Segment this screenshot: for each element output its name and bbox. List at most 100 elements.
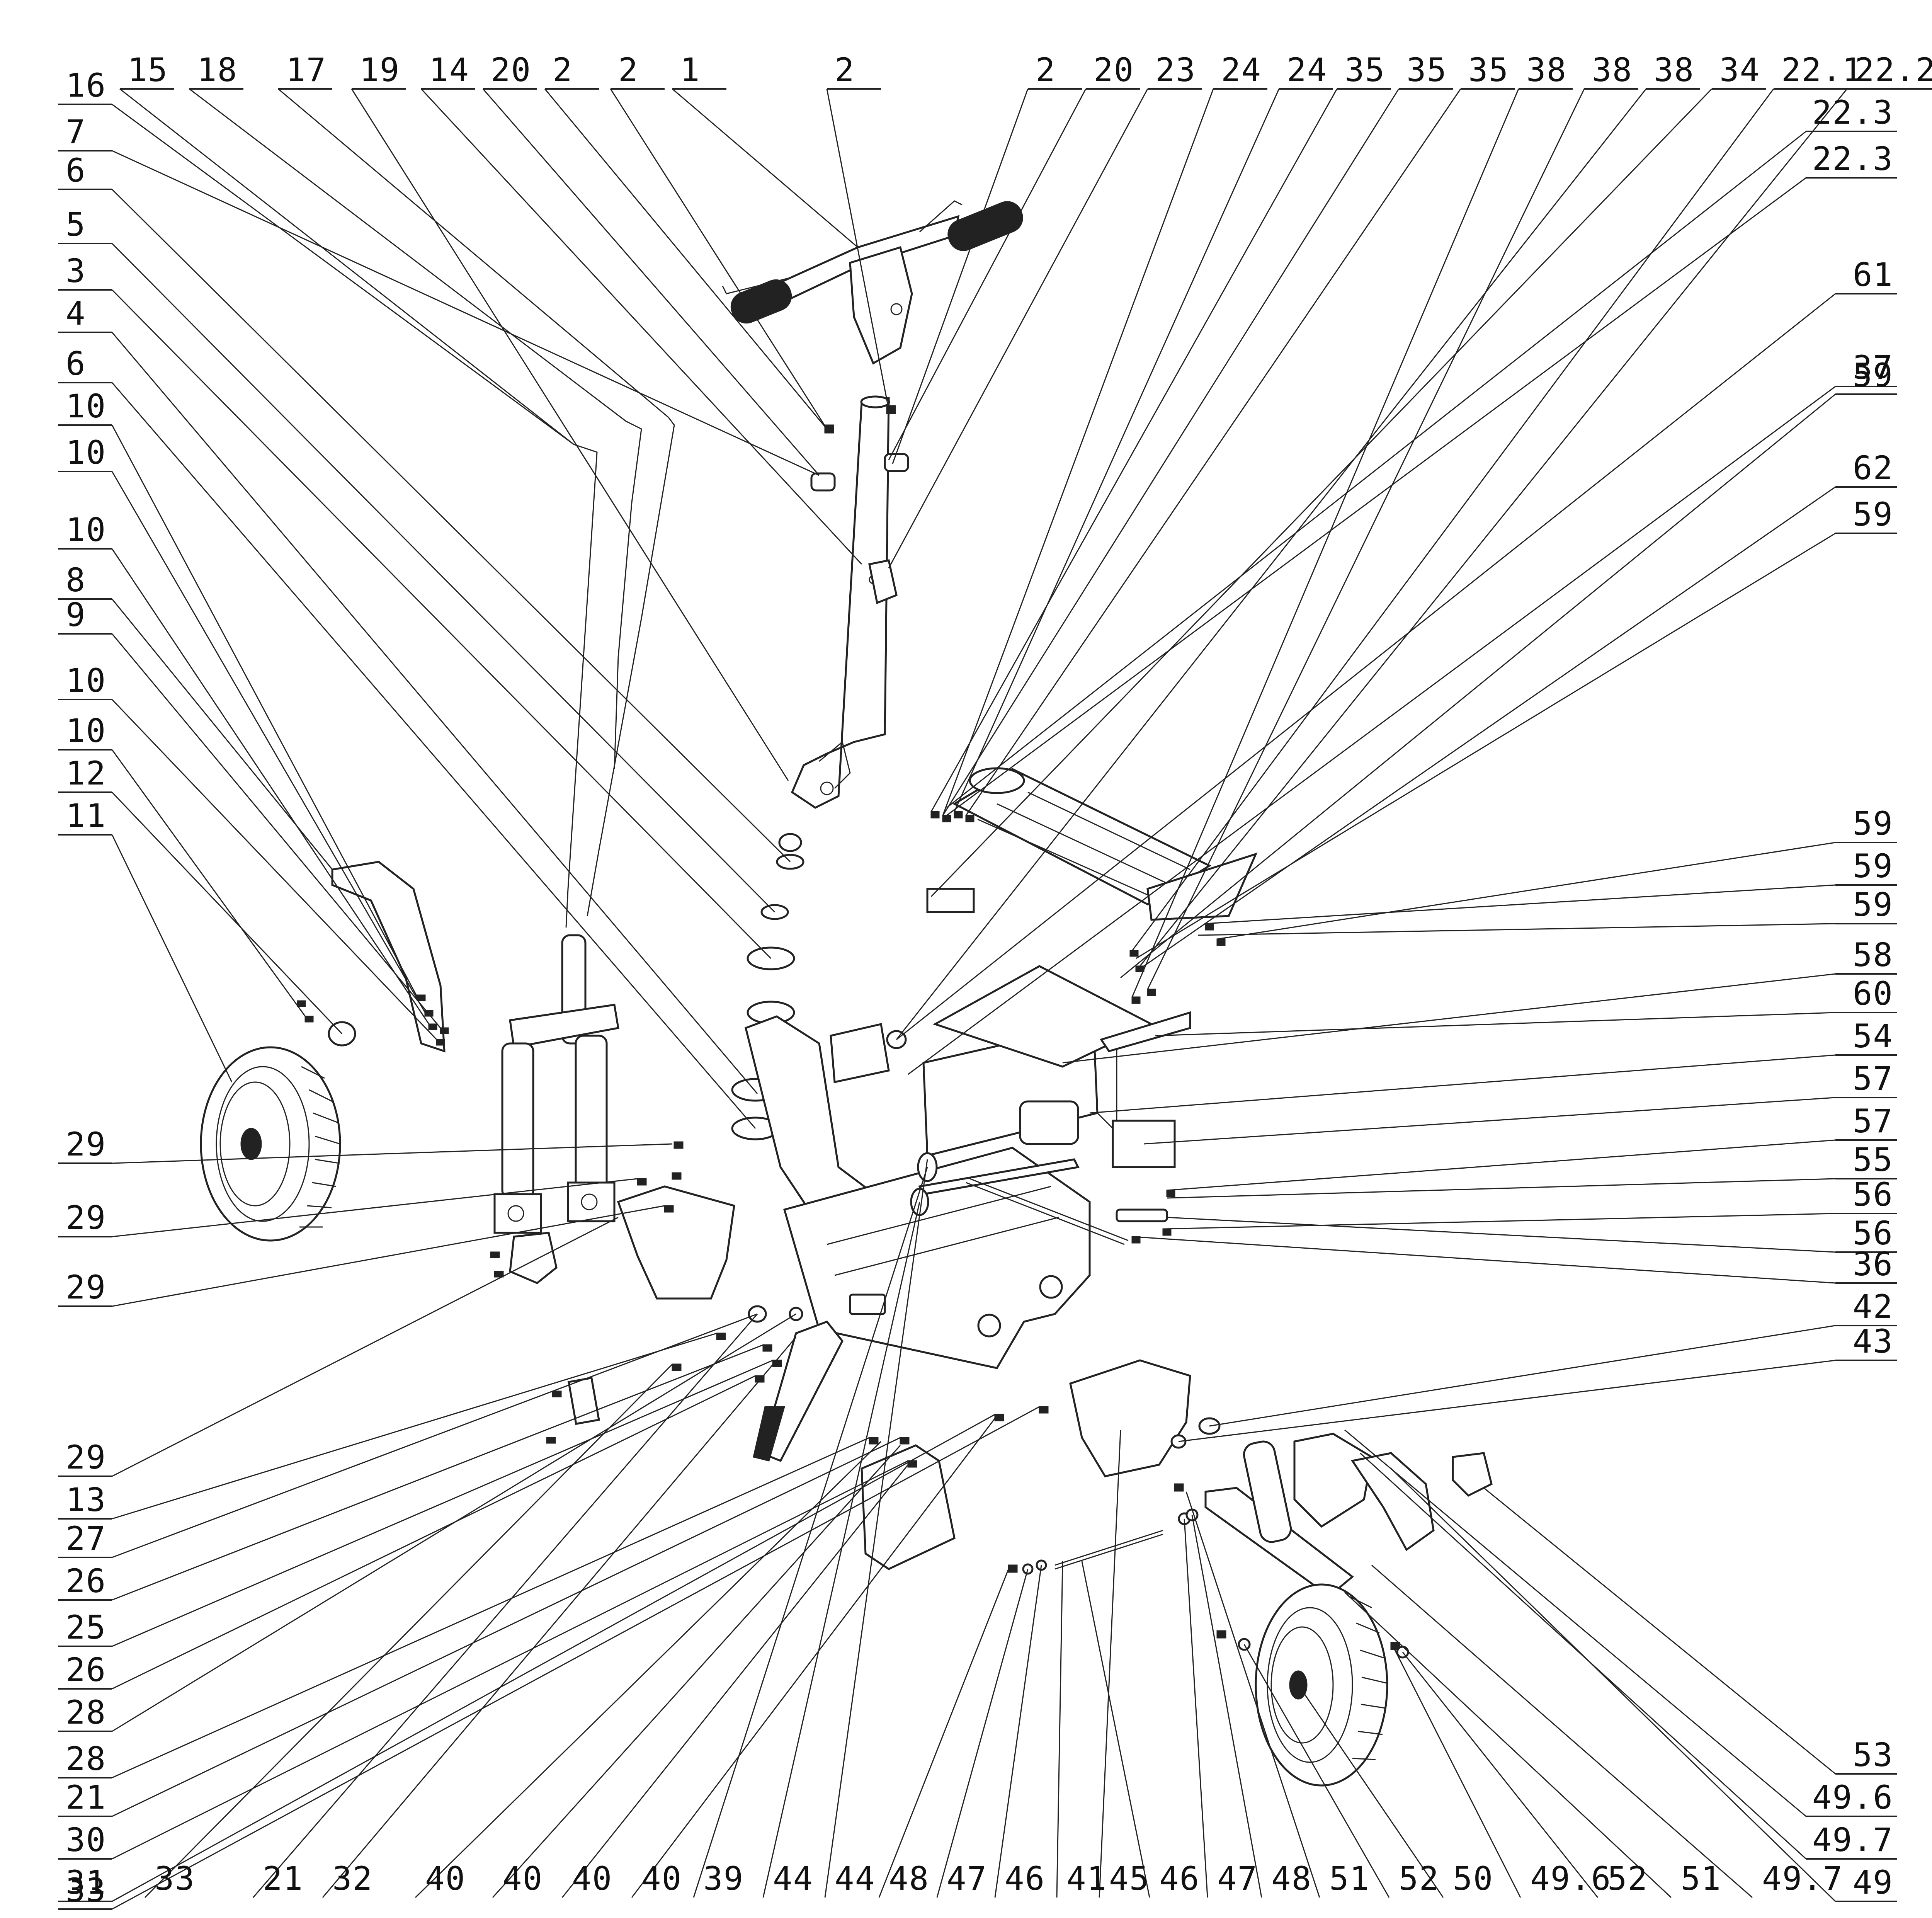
part-label-top: 24: [1287, 51, 1327, 89]
part-label-bottom: 33: [155, 1860, 195, 1898]
leader-line: [930, 88, 1338, 812]
leader-line: [278, 88, 669, 418]
leader-line: [1147, 88, 1585, 990]
part-label-top: 2: [1036, 51, 1056, 89]
part-label-top: 35: [1406, 51, 1447, 89]
leader-line: [954, 88, 1280, 812]
part-label-right: 42: [1853, 1288, 1893, 1326]
leader-line: [1167, 1139, 1836, 1191]
part-label-top: 2: [835, 51, 855, 89]
leader-line: [908, 386, 1836, 1075]
part-label-left: 29: [66, 1199, 106, 1237]
leader-line: [631, 1418, 996, 1898]
part-label-left: 10: [66, 434, 106, 471]
leader-line: [1132, 1236, 1836, 1284]
part-label-right: 59: [1853, 886, 1893, 924]
part-label-right: 22.3: [1812, 140, 1893, 178]
leader-line: [942, 88, 1400, 816]
leader-line: [1167, 1178, 1836, 1199]
leader-line: [112, 1437, 870, 1778]
clamp-bracket: [868, 559, 898, 604]
leader-line: [1185, 1491, 1320, 1898]
leader-line: [1155, 1012, 1836, 1036]
part-label-bottom: 51: [1681, 1860, 1721, 1898]
leader-line: [119, 88, 574, 445]
scooter-parts: [200, 200, 1493, 1787]
leader-line: [888, 88, 1148, 568]
leader-line: [1178, 1360, 1836, 1442]
leader-line: [1390, 1642, 1521, 1898]
leader-line: [693, 1167, 928, 1898]
part-label-bottom: 46: [1159, 1860, 1200, 1898]
part-label-top: 38: [1592, 51, 1633, 89]
leader-line: [1062, 973, 1836, 1064]
leader-line: [112, 1313, 796, 1732]
main-frame: [745, 1015, 1091, 1369]
part-label-top: 35: [1345, 51, 1385, 89]
handlebar-clamp: [849, 246, 913, 365]
leader-lines: [58, 88, 1932, 1910]
leader-line: [111, 425, 418, 997]
leader-line: [762, 1202, 920, 1898]
deck-plate-small: [1100, 1011, 1191, 1052]
part-label-bottom: 45: [1109, 1860, 1150, 1898]
leader-line: [946, 177, 1806, 816]
part-label-top: 38: [1526, 51, 1567, 89]
part-label-bottom: 46: [1005, 1860, 1045, 1898]
leader-line: [1131, 88, 1519, 997]
leader-line: [1139, 88, 1848, 967]
leader-line: [896, 88, 1647, 1040]
front-fender: [331, 861, 446, 1053]
rear-fender: [1350, 1452, 1435, 1551]
leader-line: [1197, 923, 1836, 936]
leader-line: [1344, 1591, 1672, 1898]
part-label-left: 31: [66, 1864, 106, 1901]
brake-cable: [565, 444, 598, 928]
stem-collar-left: [810, 472, 836, 492]
part-label-left: 28: [66, 1740, 106, 1778]
rear-cover: [1069, 1359, 1191, 1477]
leader-line: [415, 1441, 882, 1898]
part-label-left: 29: [66, 1268, 106, 1306]
leader-line: [112, 1414, 995, 1902]
front-deck-block: [830, 1023, 890, 1084]
leader-line: [112, 1313, 758, 1558]
part-label-bottom: 51: [1329, 1860, 1370, 1898]
part-label-right: 54: [1853, 1017, 1893, 1055]
leader-line: [1099, 1430, 1121, 1898]
deck-hinge-plate: [926, 888, 975, 913]
long-cable: [587, 417, 675, 916]
leader-line: [826, 88, 889, 410]
leader-line: [936, 1569, 1029, 1898]
part-label-left: 6: [66, 151, 86, 189]
part-label-right: 36: [1853, 1245, 1893, 1283]
part-label-left: 27: [66, 1520, 106, 1557]
part-label-top: 22.1: [1781, 51, 1862, 89]
leader-line: [351, 88, 789, 781]
brake-lever-right: [919, 200, 963, 233]
front-brake-caliper: [509, 1232, 558, 1284]
part-label-bottom: 41: [1066, 1860, 1107, 1898]
leader-line: [1131, 88, 1774, 951]
steering-stem: [791, 395, 890, 809]
part-label-left: 33: [66, 1871, 106, 1909]
part-label-bottom: 48: [1271, 1860, 1312, 1898]
part-label-left: 10: [66, 511, 106, 549]
leader-line: [930, 88, 1713, 897]
leader-line: [111, 189, 791, 863]
part-label-right: 59: [1853, 805, 1893, 842]
part-label-top: 14: [429, 51, 469, 89]
part-label-bottom: 49.7: [1762, 1860, 1843, 1898]
leader-line: [144, 1363, 673, 1898]
footboard-rear-grip: [1146, 852, 1258, 921]
leader-line: [1344, 1429, 1806, 1817]
part-label-left: 10: [66, 387, 106, 425]
leader-line: [1205, 884, 1836, 924]
leader-line: [112, 1360, 773, 1647]
part-label-right: 62: [1853, 449, 1893, 487]
part-label-right: 61: [1853, 256, 1893, 294]
part-label-bottom: 44: [773, 1860, 813, 1898]
part-label-right: 59: [1853, 356, 1893, 394]
